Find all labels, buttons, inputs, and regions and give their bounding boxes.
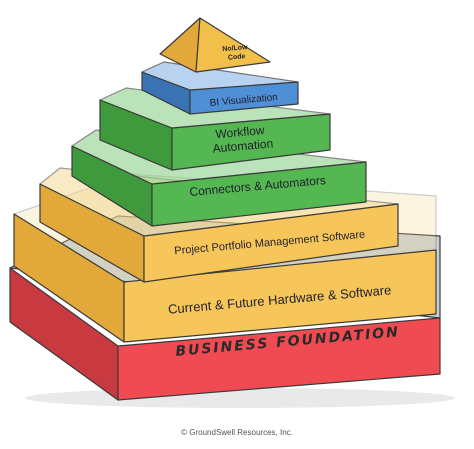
tier-label-workflow-automation: Workflow Automation xyxy=(211,122,274,155)
copyright-notice: © GroundSwell Resources, Inc. xyxy=(181,428,293,437)
tier-no-low-code: No/Low Code xyxy=(159,17,271,73)
nolow-line-2: Code xyxy=(228,53,246,62)
workflow-line-2: Automation xyxy=(212,136,274,155)
workflow-line-1: Workflow xyxy=(215,123,265,141)
nolow-line-1: No/Low xyxy=(222,44,248,53)
tier-bi-visualization: BI Visualization xyxy=(141,61,299,115)
tier-label-no-low-code: No/Low Code xyxy=(222,44,251,62)
